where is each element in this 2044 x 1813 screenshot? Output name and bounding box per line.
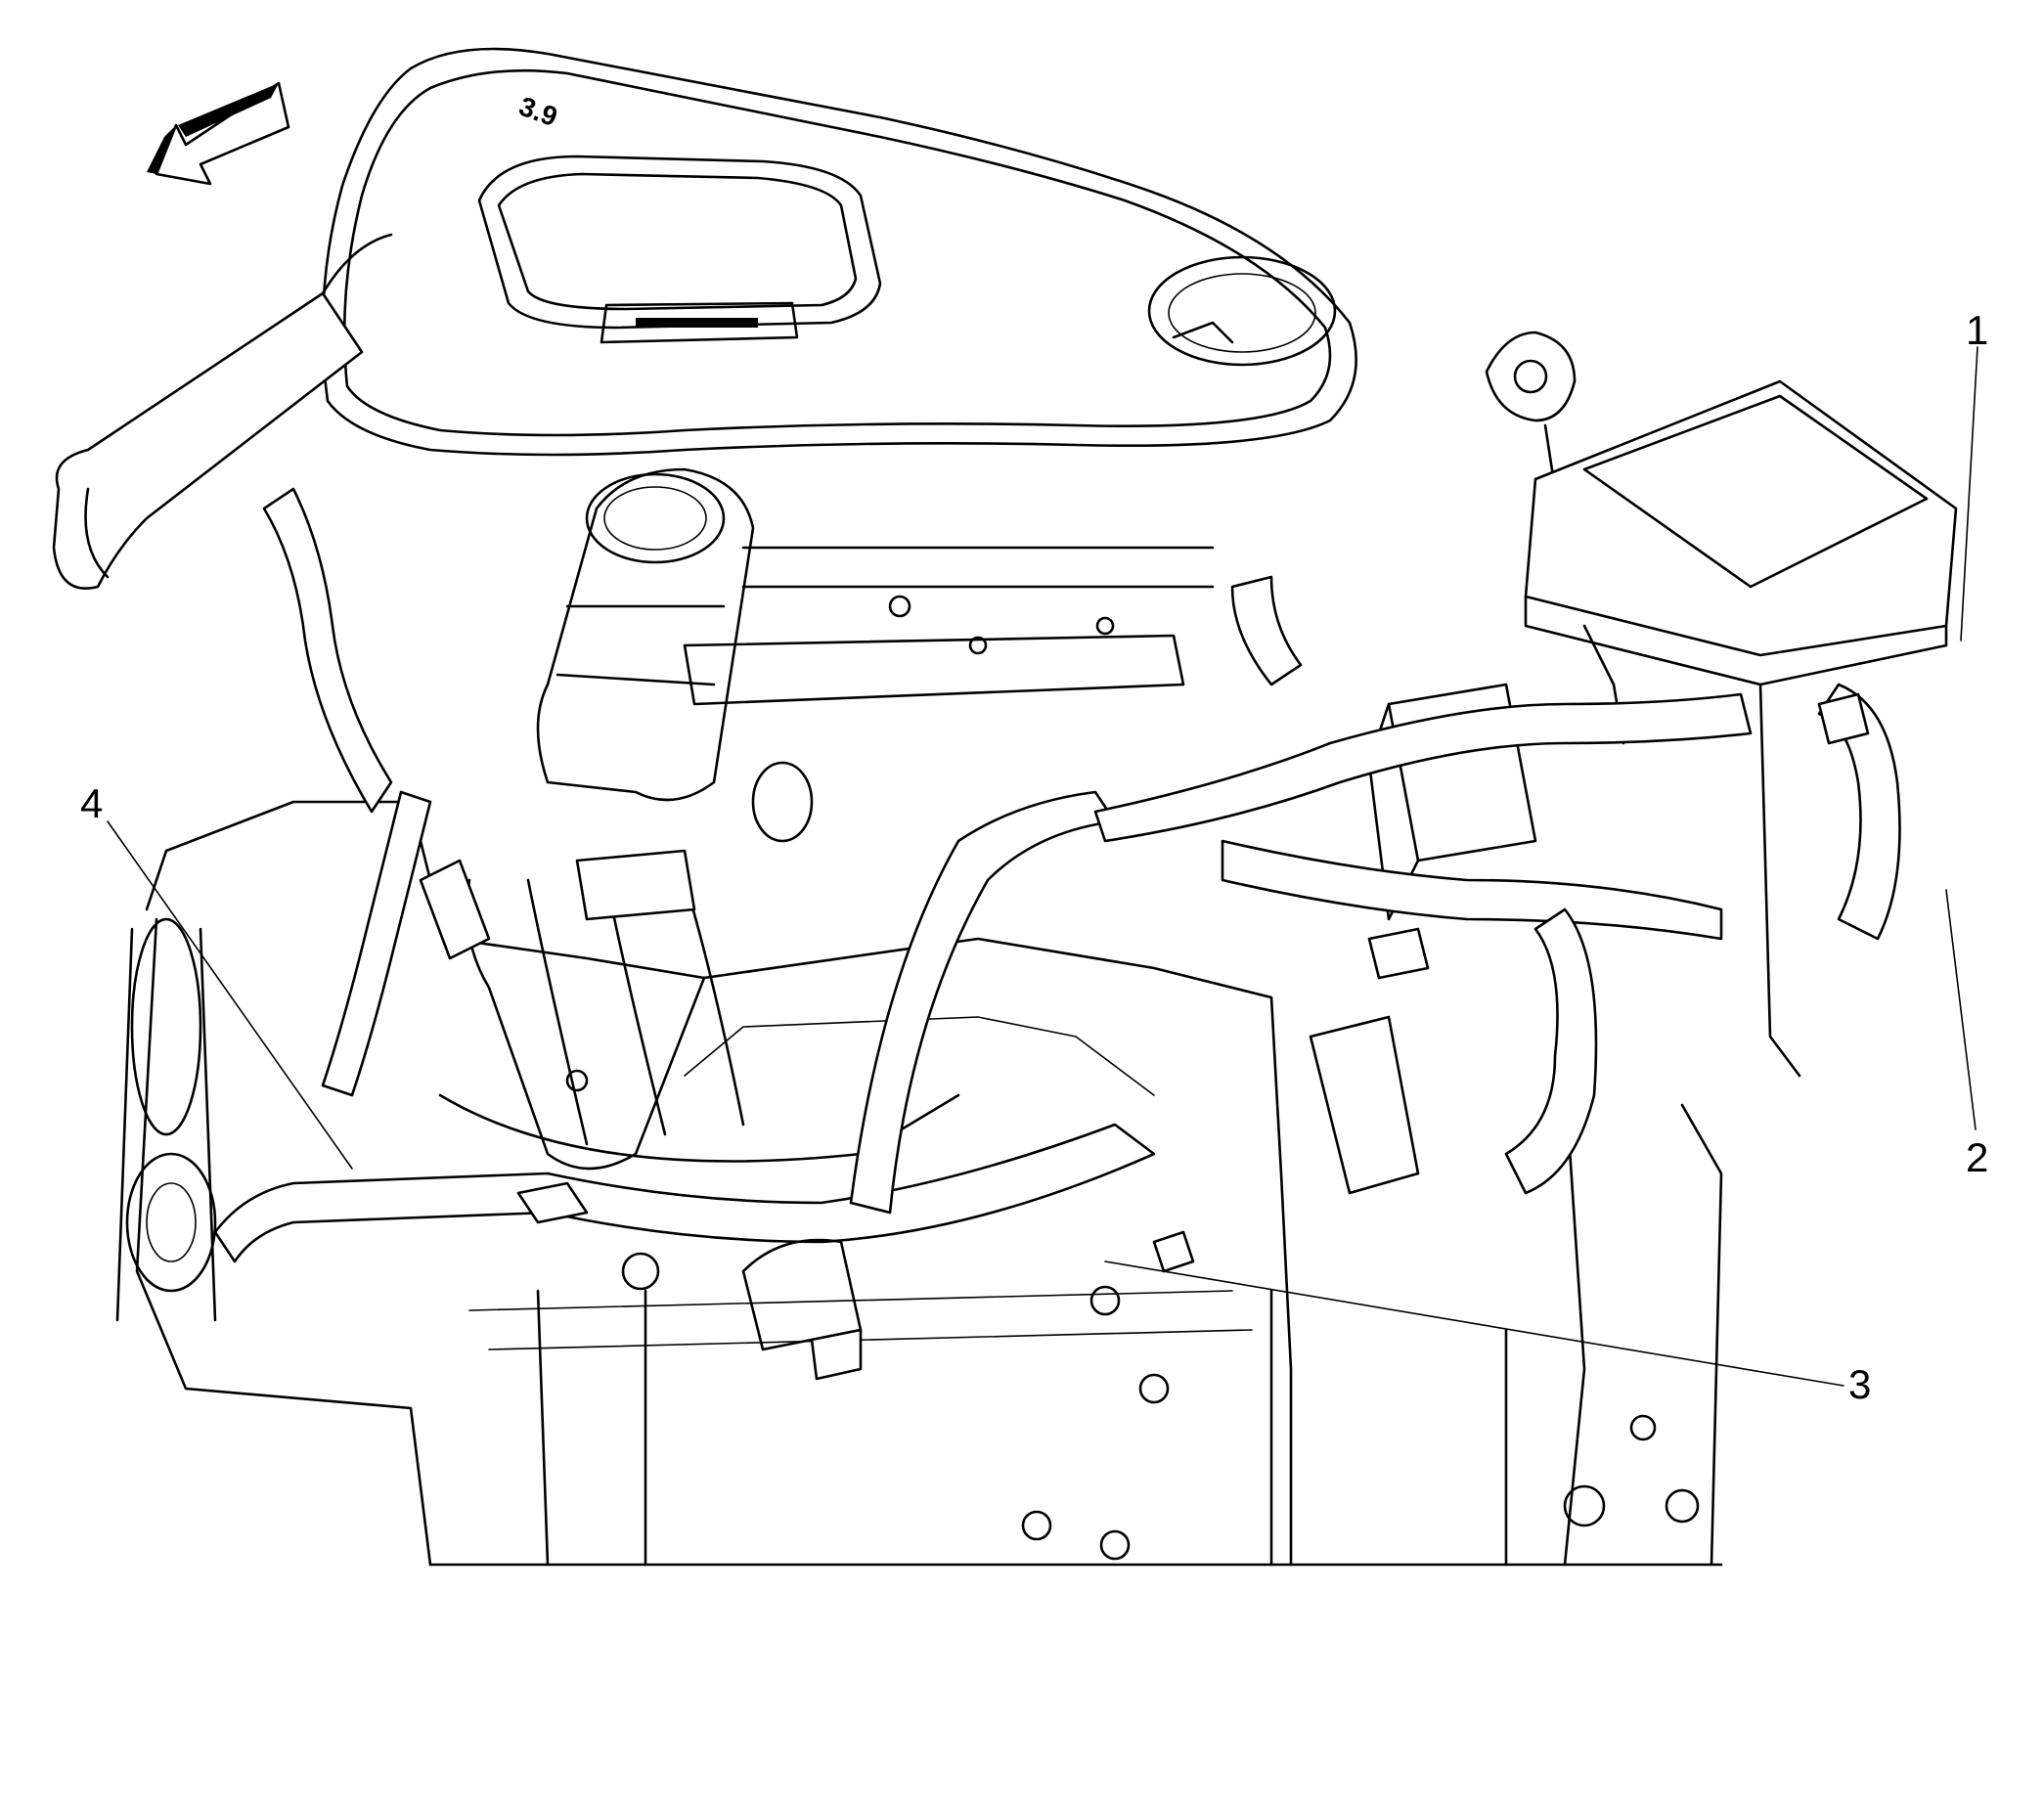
starter-area [536, 1238, 1700, 1567]
callout-3-label: 3 [1848, 1361, 1871, 1407]
accessory-drive [115, 917, 217, 1322]
callout-1-label: 1 [1966, 307, 1988, 353]
callout-2-label: 2 [1966, 1134, 1988, 1180]
callout-4-leader [107, 820, 353, 1170]
throttle-body [536, 467, 814, 921]
callout-1-leader [1960, 346, 1978, 641]
engine-cover: 3.9 [321, 47, 1357, 457]
callout-leaders [107, 346, 1978, 1387]
wiring-harness [213, 487, 1901, 1263]
oil-filler-cap [1485, 331, 1577, 491]
callout-2-leader [1945, 889, 1977, 1130]
underhood-fuse-block [1524, 379, 1958, 1078]
intake-duct [52, 233, 393, 590]
callout-3-leader [1104, 1260, 1844, 1387]
fuel-rail [683, 546, 1215, 706]
front-of-vehicle-arrow-icon [147, 81, 290, 186]
callout-labels: 1 2 3 4 [80, 307, 1988, 1407]
harness-connectors [419, 692, 1870, 1273]
callout-4-label: 4 [80, 780, 103, 826]
